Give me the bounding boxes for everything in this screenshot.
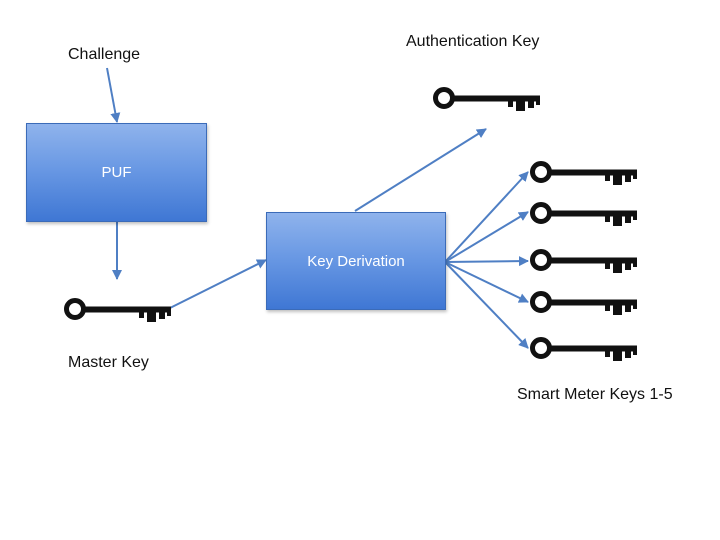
challenge-label: Challenge <box>68 46 141 63</box>
master-key-icon <box>67 301 172 323</box>
key-derivation-label: Key Derivation <box>307 252 405 270</box>
smart-meter-key-5-icon <box>533 340 638 362</box>
smart-meter-key-3-icon <box>533 252 638 274</box>
authentication-key-label: Authentication Key <box>406 33 540 50</box>
arrow-derivation-to-smart-key-1 <box>444 171 529 263</box>
arrow-derivation-to-smart-key-5 <box>444 261 529 349</box>
arrow-derivation-to-smart-key-3 <box>444 256 529 267</box>
puf-box: PUF <box>26 123 207 222</box>
smart-meter-key-1-icon <box>533 164 638 186</box>
arrow-derivation-to-auth-key <box>354 128 487 212</box>
arrow-challenge-to-puf <box>106 67 121 123</box>
master-key-label: Master Key <box>68 354 149 371</box>
authentication-key-icon <box>436 90 541 112</box>
key-derivation-box: Key Derivation <box>266 212 446 310</box>
arrow-derivation-to-smart-key-2 <box>444 211 529 263</box>
smart-meter-keys-label: Smart Meter Keys 1-5 <box>517 386 673 403</box>
puf-label: PUF <box>101 164 132 181</box>
smart-meter-key-4-icon <box>533 294 638 316</box>
smart-meter-key-2-icon <box>533 205 638 227</box>
arrow-master-key-to-derivation <box>169 259 267 309</box>
arrow-derivation-to-smart-key-4 <box>444 261 529 303</box>
